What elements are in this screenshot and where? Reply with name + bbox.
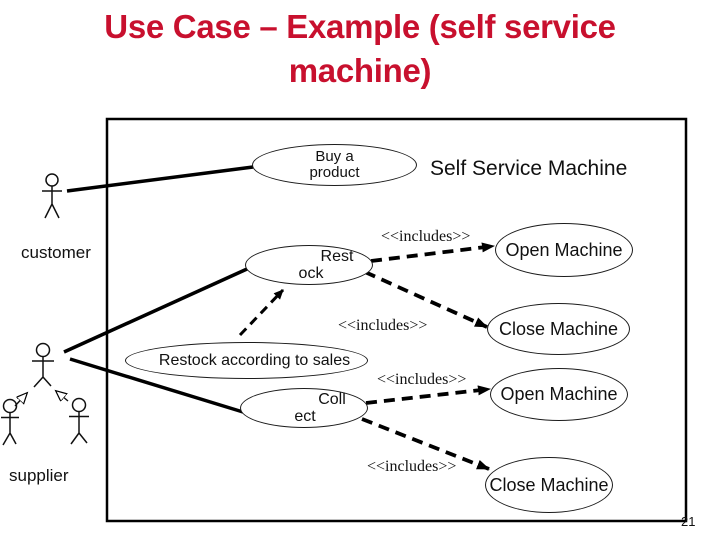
supplier-main-head xyxy=(35,342,51,358)
use-case-open-machine-top-label: Open Machine xyxy=(505,239,623,260)
use-case-restock-according-to-sales: Restock according to sales xyxy=(125,342,368,379)
use-case-restock-according-to-sales-label: Restock according to sales xyxy=(158,352,351,369)
customer-actor-figure xyxy=(42,173,62,219)
use-case-collect-line2: ect xyxy=(294,408,316,425)
use-case-collect: Coll ect xyxy=(240,388,368,428)
slide-title-line1: Use Case – Example (self service xyxy=(104,8,616,45)
supplier-actor-figure-right xyxy=(69,397,89,445)
use-case-restock-line2: ock xyxy=(298,265,324,282)
use-case-buy-product-line2: product xyxy=(309,164,360,181)
use-case-close-machine-bottom-label: Close Machine xyxy=(489,474,609,495)
actor-label-supplier: supplier xyxy=(9,466,69,485)
dependency-arrow-restock-according-restock xyxy=(238,288,285,337)
association-supplier-collect xyxy=(69,357,244,414)
page-number: 21 xyxy=(681,514,696,529)
supplier-left-head xyxy=(2,398,18,414)
customer-body xyxy=(42,186,62,219)
supplier-left-body xyxy=(1,412,19,446)
association-supplier-restock xyxy=(63,267,248,354)
use-case-restock: Rest ock xyxy=(245,245,373,285)
stereotype-includes-restock-close: <<includes>> xyxy=(338,317,428,334)
actor-label-customer: customer xyxy=(21,243,91,262)
slide-title: Use Case – Example (self service machine… xyxy=(0,5,720,93)
system-boundary-label: Self Service Machine xyxy=(430,157,628,180)
slide-title-line2: machine) xyxy=(288,52,432,89)
supplier-right-body xyxy=(69,411,89,445)
use-case-close-machine-top: Close Machine xyxy=(487,303,630,355)
use-case-collect-line1: Coll xyxy=(318,391,346,408)
association-customer-buy-product xyxy=(66,165,254,193)
use-case-open-machine-bottom: Open Machine xyxy=(490,368,628,421)
use-case-close-machine-bottom: Close Machine xyxy=(485,457,613,513)
customer-head xyxy=(45,173,59,187)
includes-arrow-collect-close-machine xyxy=(361,417,490,471)
supplier-actor-figure-left xyxy=(1,398,19,446)
includes-arrow-collect-open-machine xyxy=(365,385,491,405)
use-case-open-machine-top: Open Machine xyxy=(495,223,633,277)
includes-arrow-restock-close-machine xyxy=(364,270,488,329)
stereotype-includes-restock-open: <<includes>> xyxy=(381,228,471,245)
stereotype-includes-collect-close: <<includes>> xyxy=(367,458,457,475)
supplier-main-body xyxy=(32,356,54,388)
system-boundary-box xyxy=(105,117,688,523)
generalization-arrow-supplier-right xyxy=(56,391,69,401)
use-case-buy-product-line1: Buy a xyxy=(315,148,354,165)
includes-arrow-restock-open-machine xyxy=(370,242,495,263)
use-case-open-machine-bottom-label: Open Machine xyxy=(500,384,618,404)
supplier-right-head xyxy=(71,397,87,413)
use-case-restock-line1: Rest xyxy=(320,248,354,265)
generalization-arrow-supplier-left xyxy=(14,393,27,407)
use-case-close-machine-top-label: Close Machine xyxy=(498,318,619,339)
use-case-buy-product: Buy a product xyxy=(252,144,417,186)
stereotype-includes-collect-open: <<includes>> xyxy=(377,371,467,388)
supplier-actor-figure-main xyxy=(32,342,54,388)
